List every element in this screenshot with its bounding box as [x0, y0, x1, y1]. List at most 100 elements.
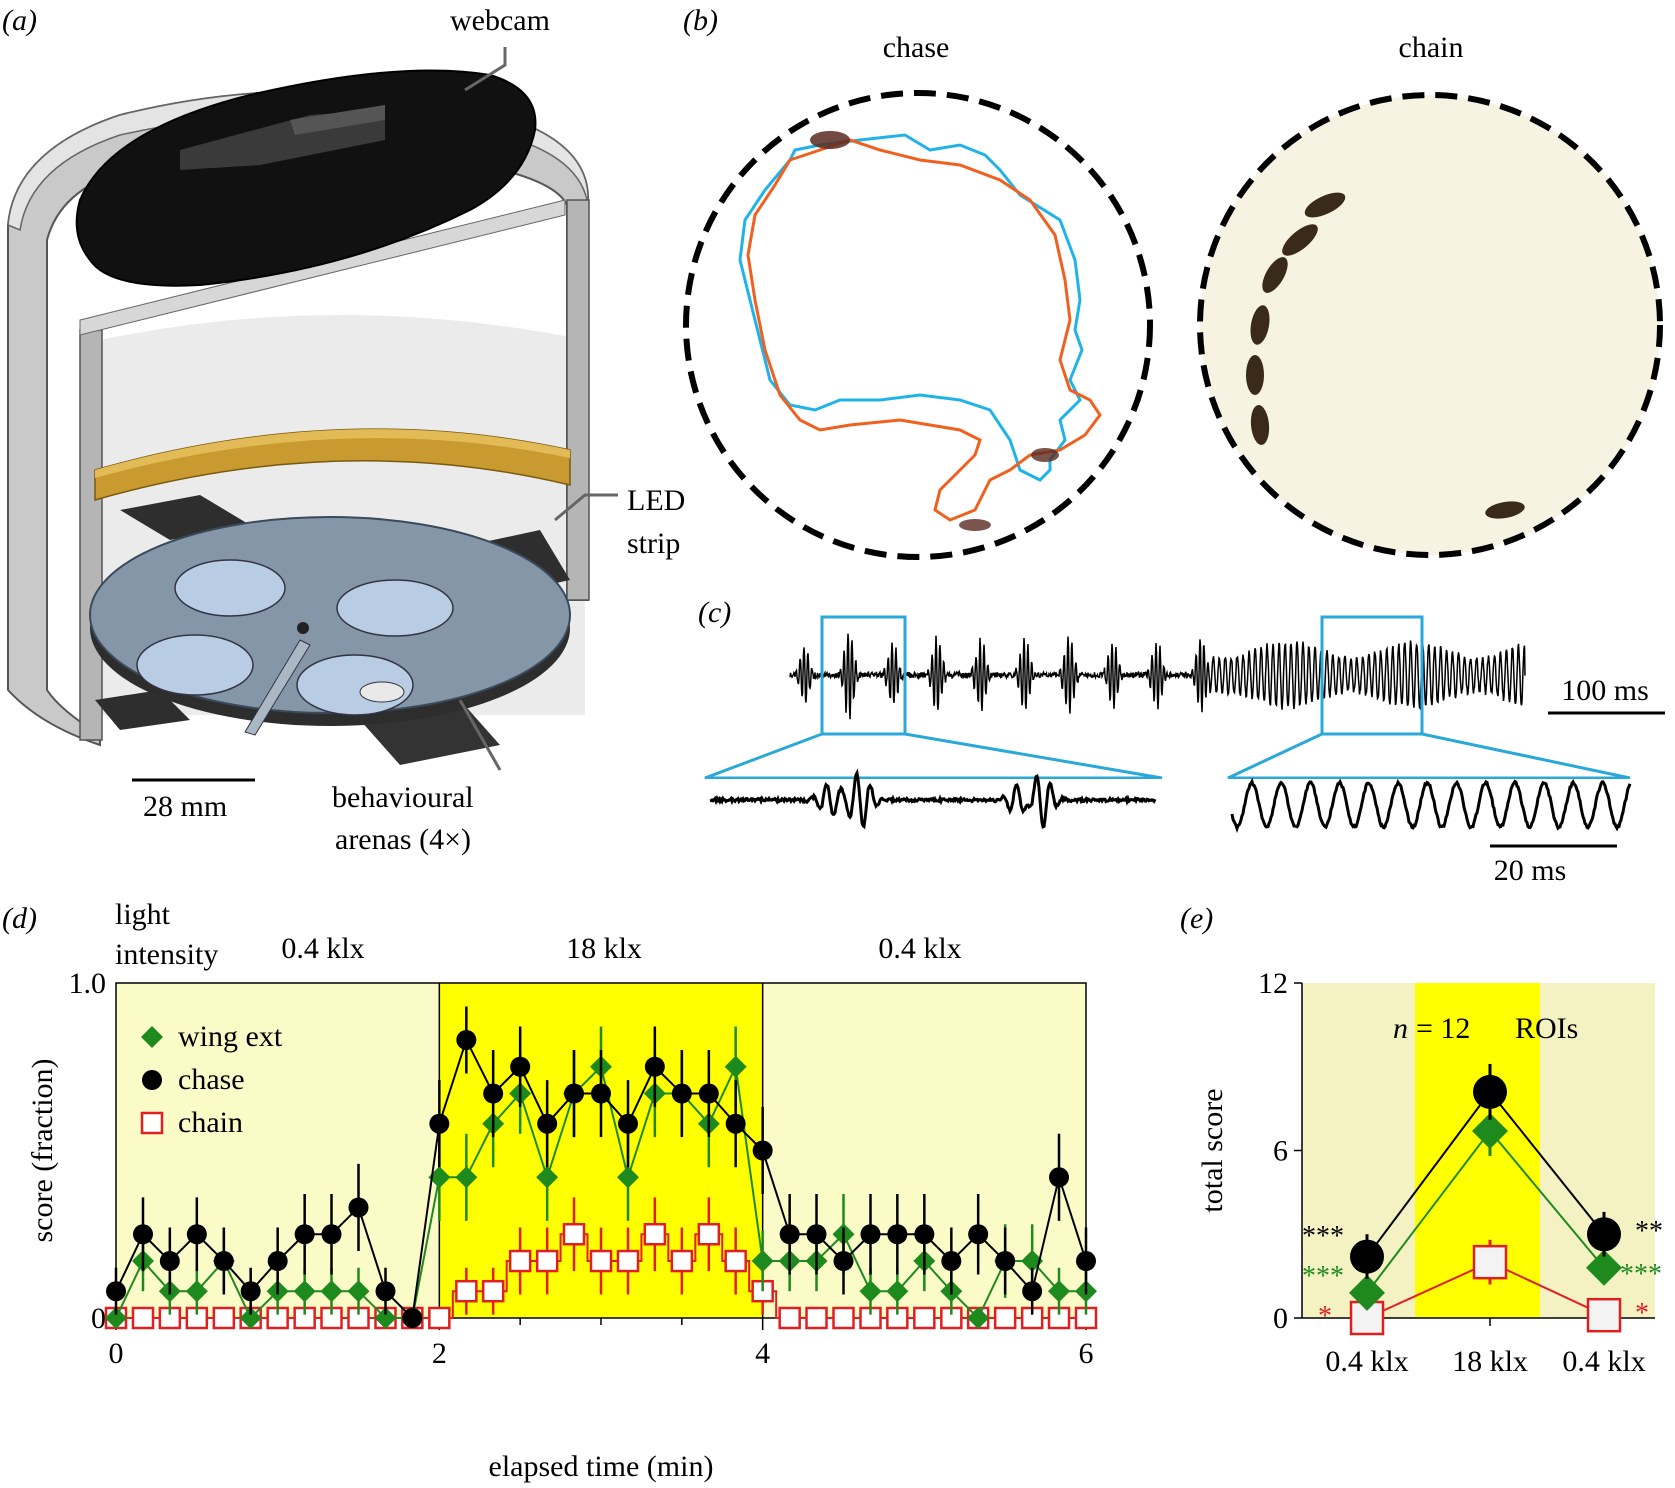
chart-d-point: [455, 1279, 478, 1303]
chart-d-legend-marker: [142, 1070, 162, 1090]
chart-d-point: [510, 1056, 531, 1077]
chart-e-series-chain: [1349, 1239, 1622, 1336]
chart-d-point: [348, 1197, 369, 1218]
chart-d-point: [779, 1224, 800, 1245]
chart-d-point: [993, 1306, 1017, 1330]
chart-d-point: [536, 1166, 559, 1189]
panel-a-scalebar-label: 28 mm: [143, 790, 227, 823]
chase-arena-outline: [683, 90, 1153, 560]
chart-d-point: [429, 1113, 450, 1134]
chart-d-legend-marker: [140, 1111, 164, 1135]
panel-b: (b) chase chain: [683, 4, 1663, 560]
panel-b-label: (b): [683, 4, 718, 37]
right-chain-stars: *: [1635, 1298, 1649, 1329]
sine-song-zoom: [1230, 777, 1632, 834]
panel-d: (d) light intensity 0.4 klx 18 klx 0.4 k…: [2, 898, 1098, 1483]
chart-d-point: [131, 1306, 155, 1330]
chart-d-point: [132, 1224, 153, 1245]
chart-e-x-tick-label: 18 klx: [1452, 1345, 1528, 1378]
chart-d-legend-label: chain: [178, 1106, 243, 1139]
chart-d-point: [725, 1113, 746, 1134]
chart-e-point: [1586, 1297, 1622, 1333]
chart-d-point: [455, 1166, 478, 1189]
left-chase-stars: ***: [1302, 1221, 1344, 1252]
chart-d-point: [967, 1307, 990, 1329]
chart-d-point: [913, 1306, 936, 1330]
song-trace-top: [789, 633, 1526, 720]
led-callout-line2: strip: [627, 527, 680, 560]
chart-d-point: [428, 1166, 451, 1189]
arena-callout-line2: arenas (4×): [335, 823, 471, 856]
chart-d-point: [724, 1249, 747, 1273]
apparatus-illustration: [7, 47, 618, 782]
chart-d-point: [239, 1307, 262, 1329]
chart-d-point: [508, 1249, 532, 1273]
chart-d-point: [212, 1306, 236, 1330]
chart-d-point: [481, 1279, 505, 1303]
chart-d-point: [240, 1281, 261, 1302]
chart-d-point: [859, 1280, 882, 1303]
chart-d-point: [832, 1306, 855, 1330]
chart-d-point: [968, 1224, 989, 1245]
pulse-zoom-lines: [704, 732, 1163, 780]
chart-d-point: [617, 1113, 638, 1134]
chart-d-point: [186, 1224, 207, 1245]
panel-e-label: (e): [1180, 902, 1213, 935]
chart-d-point: [537, 1113, 558, 1134]
chart-e-series-chase: [1350, 1063, 1621, 1279]
chart-d-series-chase: [106, 1006, 1096, 1328]
chart-d-point: [294, 1224, 315, 1245]
chart-d-point: [752, 1140, 773, 1161]
chart-d-point: [428, 1306, 451, 1330]
sine-zoom-lines: [1227, 732, 1631, 780]
chart-d-point: [535, 1249, 559, 1273]
chart-d-point: [860, 1224, 881, 1245]
chart-d-point: [644, 1056, 665, 1077]
chart-d-point: [185, 1280, 208, 1303]
chart-d-point: [375, 1281, 396, 1302]
chart-d-y-axis-title: score (fraction): [26, 1058, 59, 1242]
chart-d-y-tick-label: 1.0: [69, 967, 107, 1000]
chart-e-y-tick-label: 0: [1273, 1302, 1288, 1335]
chart-d-point: [402, 1308, 423, 1328]
chart-d-point: [106, 1281, 126, 1302]
chart-d-x-tick-label: 6: [1079, 1337, 1094, 1370]
chart-e-point: [1350, 1239, 1384, 1274]
chart-d-point: [941, 1251, 962, 1272]
n-value: = 12: [1416, 1012, 1470, 1045]
chart-d-point: [1049, 1167, 1070, 1188]
chart-d-point: [562, 1223, 586, 1246]
panel-c: (c) 100 ms 20 ms: [698, 596, 1665, 887]
light-intensity-header-1: light: [115, 898, 171, 931]
chart-d-point: [697, 1223, 721, 1246]
chart-e-x-tick-label: 0.4 klx: [1562, 1345, 1645, 1378]
panel-d-label: (d): [2, 902, 37, 935]
right-wing-stars: ***: [1620, 1259, 1662, 1290]
chart-d-point: [320, 1280, 343, 1303]
chart-e-point: [1472, 1112, 1508, 1149]
chart-d-point: [159, 1251, 180, 1272]
chart-e-x-tick-label: 0.4 klx: [1325, 1345, 1408, 1378]
chart-e-y-axis-title: total score: [1196, 1088, 1229, 1212]
chart-d-point: [914, 1224, 935, 1245]
chart-d-point: [347, 1280, 370, 1303]
chart-d-point: [456, 1029, 477, 1050]
chart-d-point: [698, 1083, 719, 1104]
chart-d-point: [670, 1249, 694, 1273]
led-callout-line1: LED: [627, 484, 685, 517]
chart-d-x-tick-label: 2: [432, 1337, 447, 1370]
chart-d-point: [616, 1249, 640, 1273]
chart-d-point: [321, 1224, 342, 1245]
n-symbol: n: [1393, 1012, 1408, 1045]
panel-a: (a): [2, 4, 685, 856]
chart-d-point: [105, 1307, 127, 1329]
chart-e-point: [1472, 1244, 1508, 1280]
chart-d-point: [995, 1251, 1016, 1272]
chart-d-point: [805, 1306, 828, 1330]
chart-d-point: [833, 1251, 854, 1272]
chart-d-x-axis-title: elapsed time (min): [489, 1450, 714, 1483]
chart-d-point: [806, 1224, 827, 1245]
chart-d-point: [616, 1166, 639, 1189]
arena-callout-line1: behavioural: [332, 781, 474, 814]
